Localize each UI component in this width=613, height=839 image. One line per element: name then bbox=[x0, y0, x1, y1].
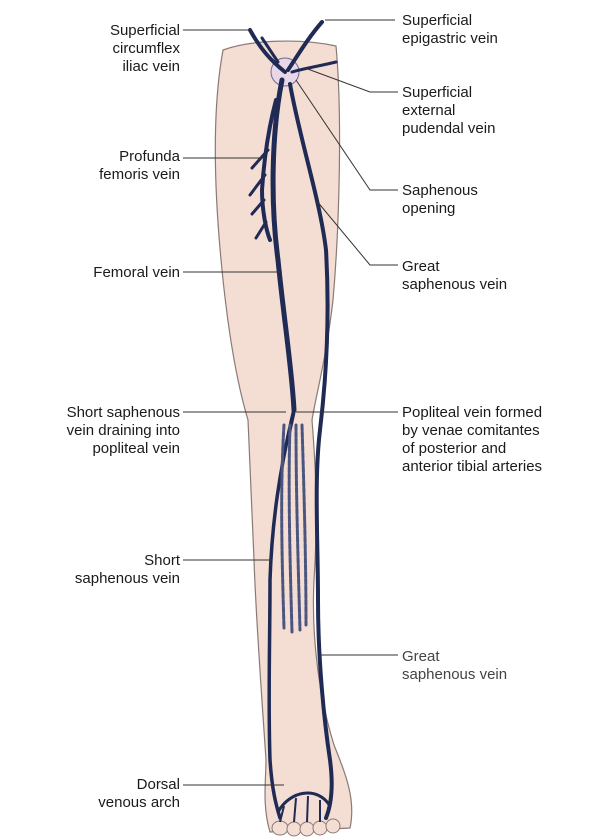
digital-vein bbox=[307, 796, 308, 822]
label-great-saphenous-vein-lower: Great saphenous vein bbox=[402, 648, 602, 684]
label-profunda-femoris-vein: Profunda femoris vein bbox=[40, 148, 180, 184]
label-saphenous-opening: Saphenous opening bbox=[402, 182, 602, 218]
label-dorsal-venous-arch: Dorsal venous arch bbox=[40, 776, 180, 812]
label-femoral-vein: Femoral vein bbox=[40, 264, 180, 282]
label-popliteal-vein: Popliteal vein formed by venae comitante… bbox=[402, 404, 610, 476]
label-short-saphenous-vein: Short saphenous vein bbox=[20, 552, 180, 588]
label-superficial-circumflex-iliac-vein: Superficial circumflex iliac vein bbox=[40, 22, 180, 76]
label-great-saphenous-vein-upper: Great saphenous vein bbox=[402, 258, 602, 294]
label-short-saphenous-draining: Short saphenous vein draining into popli… bbox=[10, 404, 180, 458]
label-superficial-external-pudendal-vein: Superficial external pudendal vein bbox=[402, 84, 602, 138]
label-superficial-epigastric-vein: Superficial epigastric vein bbox=[402, 12, 602, 48]
